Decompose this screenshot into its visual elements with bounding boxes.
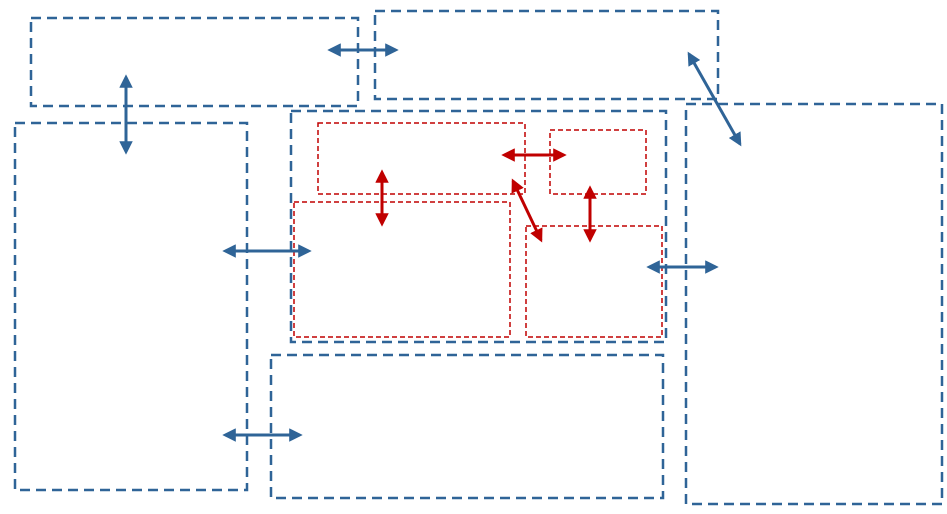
inner-arrow-group [375, 148, 597, 243]
top-left-box [29, 16, 360, 108]
inner-bottom-left-box [293, 201, 511, 338]
left-box [13, 121, 249, 492]
bottom-box [269, 353, 665, 500]
top-middle-box [373, 9, 720, 101]
outer-box-group [13, 9, 944, 506]
arrow-inner-top-left-to-inner-bottom-right [511, 178, 543, 243]
inner-top-right-box [549, 129, 647, 195]
outer-arrow-group [119, 43, 742, 442]
right-box [684, 102, 944, 506]
inner-box-group [293, 122, 663, 338]
center-box [289, 109, 668, 344]
inner-bottom-right-box [525, 225, 663, 338]
inner-top-left-box [317, 122, 526, 195]
arrow-top-middle-to-right [687, 51, 742, 147]
